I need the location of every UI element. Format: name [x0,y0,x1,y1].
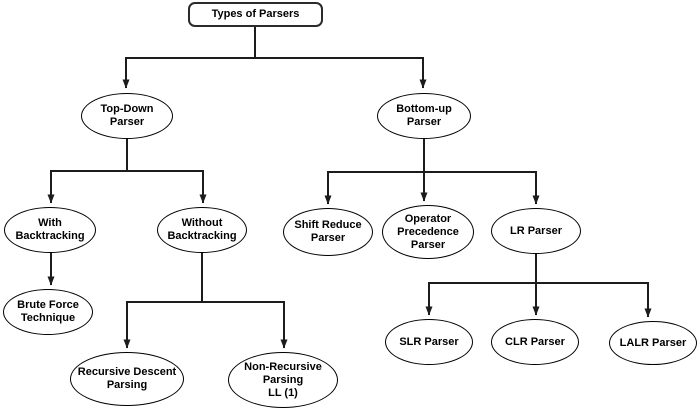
node-shift-reduce-parser: Shift Reduce Parser [283,208,373,256]
node-slr-parser: SLR Parser [385,319,473,365]
node-lr-parser: LR Parser [491,208,581,254]
node-brute-force-technique: Brute Force Technique [3,289,93,335]
node-operator-precedence-parser: Operator Precedence Parser [382,205,474,259]
node-recursive-descent-parsing: Recursive Descent Parsing [70,352,184,406]
node-with-backtracking: With Backtracking [4,207,96,253]
node-top-down-parser: Top-Down Parser [81,93,173,139]
node-clr-parser: CLR Parser [491,319,579,365]
node-lalr-parser: LALR Parser [609,321,697,365]
node-bottom-up-parser: Bottom-up Parser [377,93,471,139]
node-without-backtracking: Without Backtracking [157,207,247,253]
node-non-recursive-parsing-ll1: Non-Recursive Parsing LL (1) [228,352,338,408]
node-types-of-parsers: Types of Parsers [188,2,323,27]
